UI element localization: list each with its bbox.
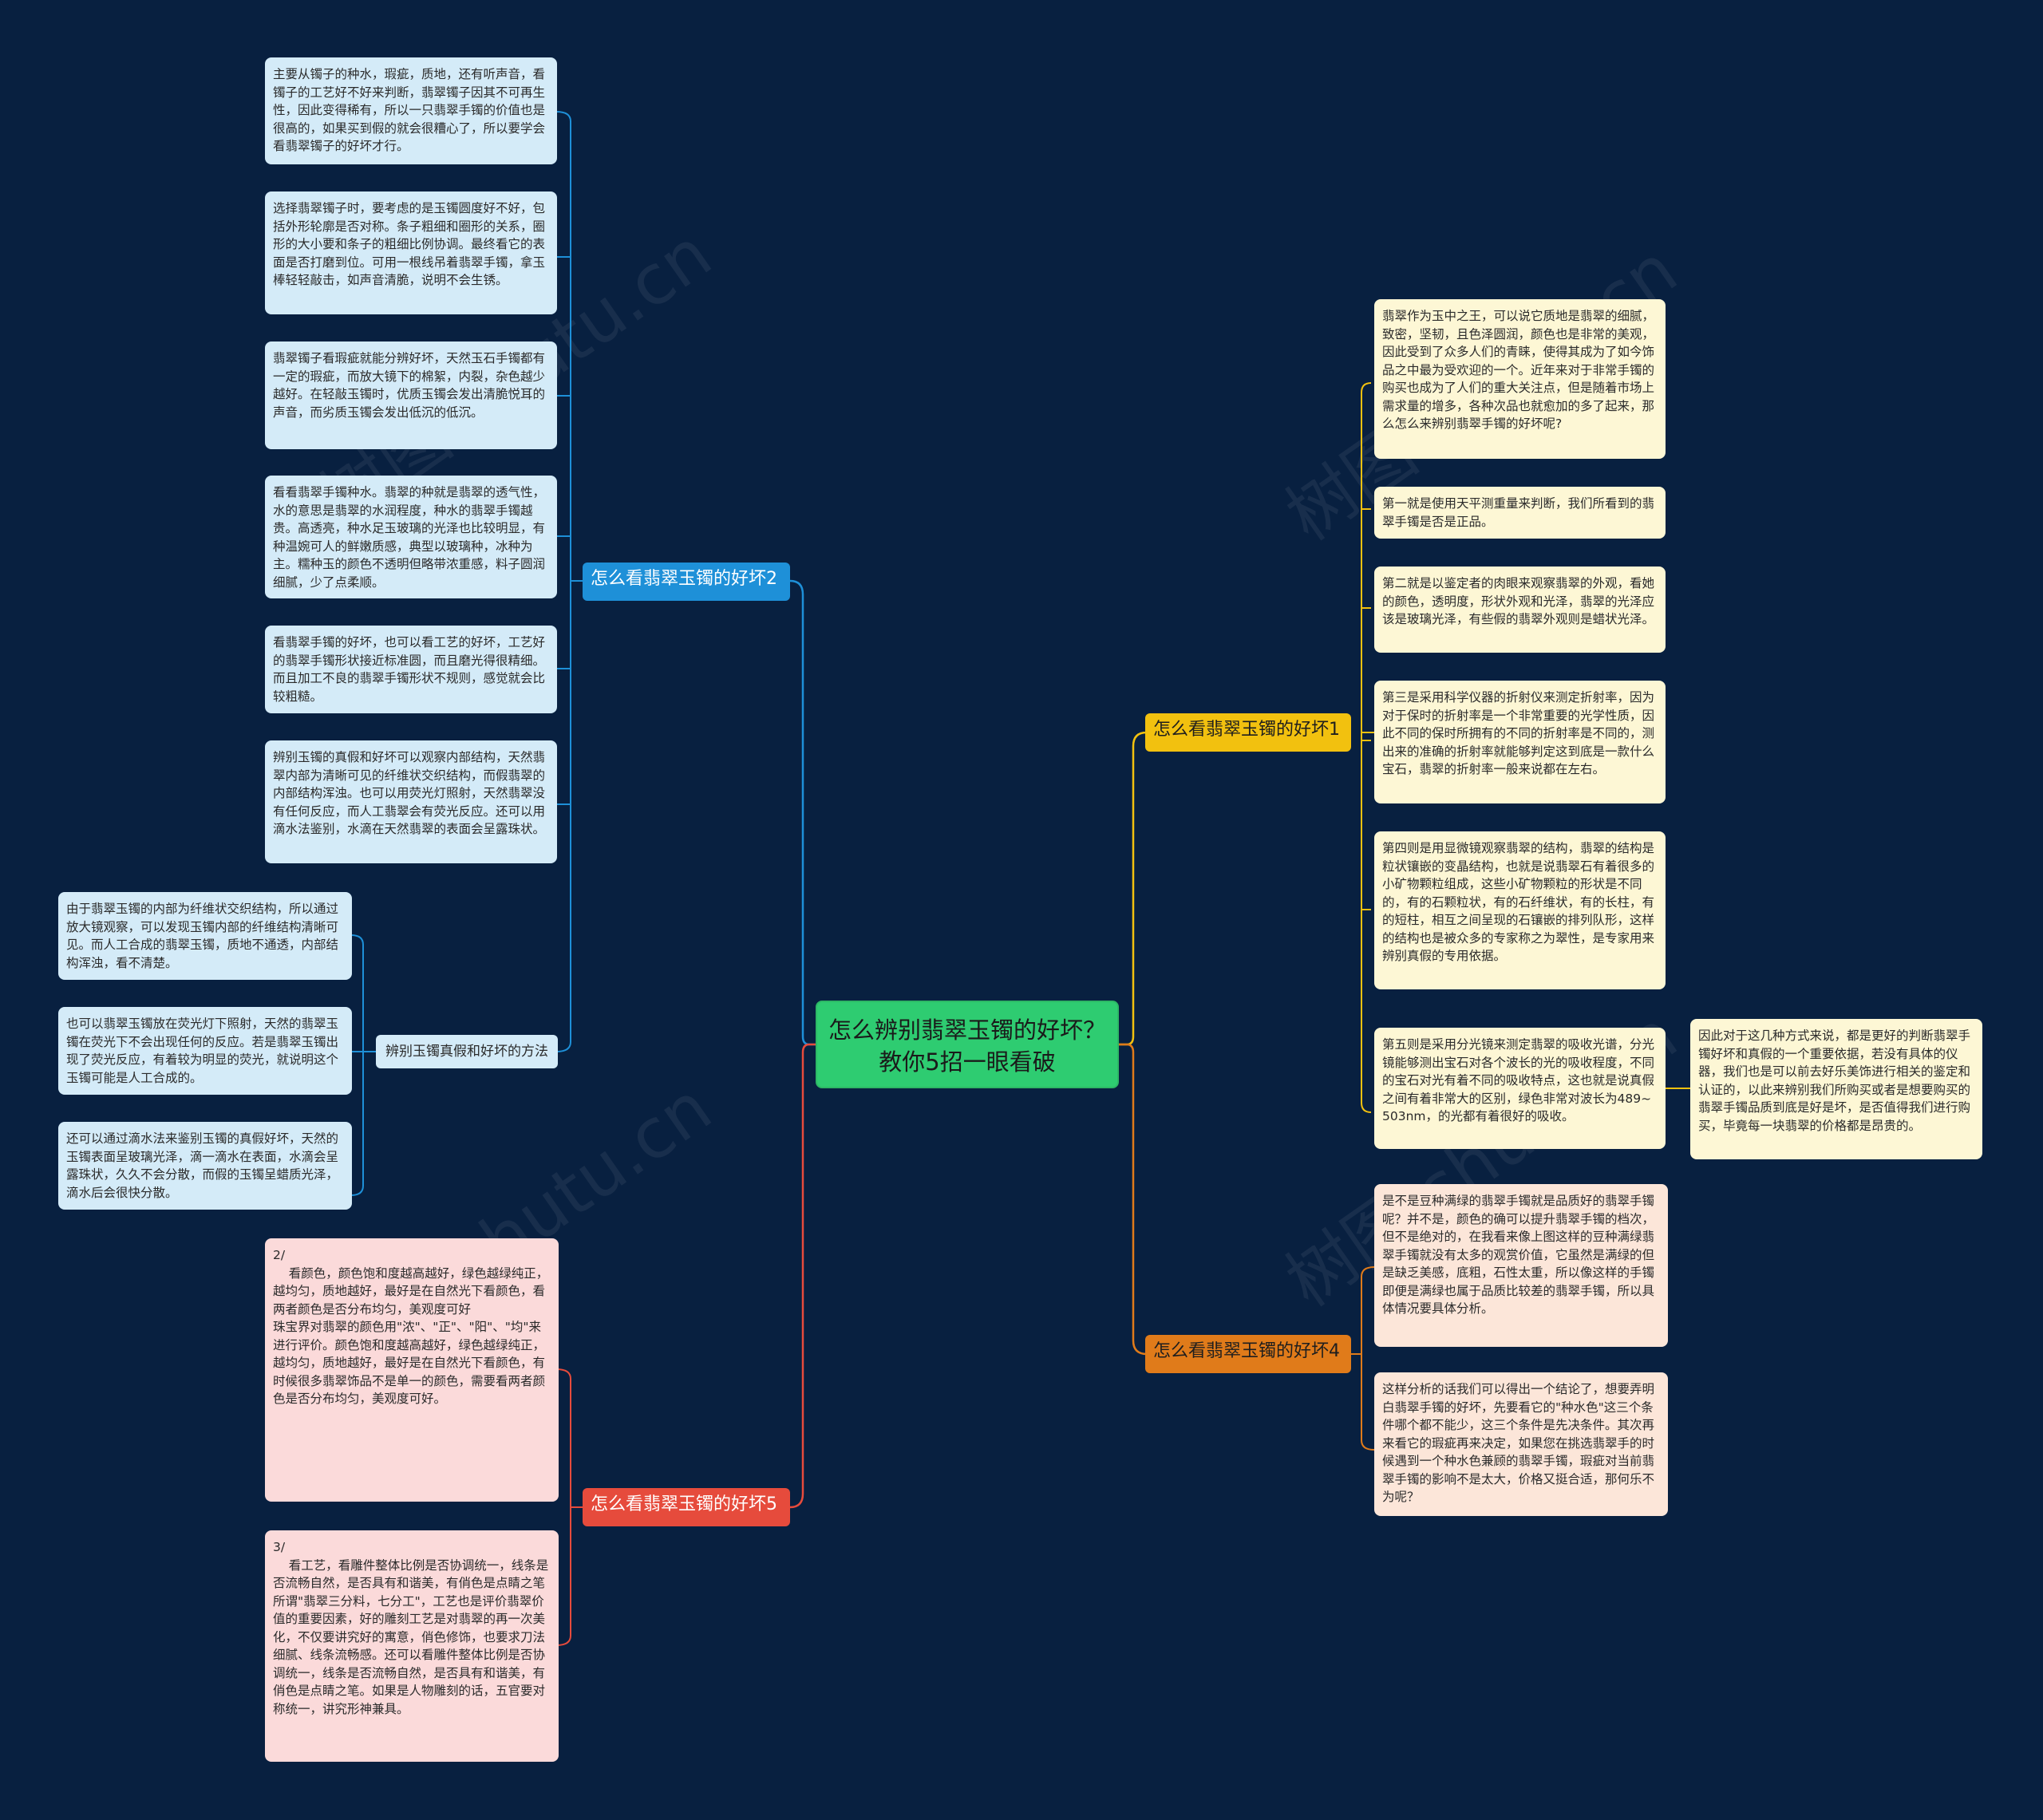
connector-root-b1 [1119,731,1148,1046]
root-topic[interactable]: 怎么辨别翡翠玉镯的好坏？教你5招一眼看破 [816,1001,1119,1088]
b2-sub-topic[interactable]: 辨别玉镯真假和好坏的方法 [376,1035,558,1068]
b2-sub-note-1: 由于翡翠玉镯的内部为纤维状交织结构，所以通过放大镜观察，可以发现玉镯内部的纤维结… [58,892,352,980]
connector-b2-bracket [555,111,583,1052]
b2-sub-note-3: 还可以通过滴水法来鉴别玉镯的真假好坏，天然的玉镯表面呈玻璃光泽，滴一滴水在表面，… [58,1122,352,1210]
connector-root-b2 [789,579,816,1046]
b5-note-1: 2/ 看颜色，颜色饱和度越高越好，绿色越绿纯正，越均匀，质地越好，最好是在自然光… [265,1238,559,1502]
b1-note-4: 第四则是用显微镜观察翡翠的结构，翡翠的结构是粒状镶嵌的变晶结构，也就是说翡翠石有… [1374,831,1666,989]
b1-note-5: 第五则是采用分光镜来测定翡翠的吸收光谱，分光镜能够测出宝石对各个波长的光的吸收程… [1374,1028,1666,1149]
b2-note-4: 看看翡翠手镯种水。翡翠的种就是翡翠的透气性，水的意思是翡翠的水润程度，种水的翡翠… [265,476,557,598]
connector-sub-bracket [350,934,376,1196]
b4-note-1: 是不是豆种满绿的翡翠手镯就是品质好的翡翠手镯呢？并不是，颜色的确可以提升翡翠手镯… [1374,1184,1668,1347]
connector-b4-bracket [1351,1266,1375,1451]
connector-root-b5 [789,1043,816,1509]
b1-note-3: 第三是采用科学仪器的折射仪来测定折射率，因为对于保时的折射率是一个非常重要的光学… [1374,681,1666,803]
b2-note-1: 主要从镯子的种水，瑕疵，质地，还有听声音，看镯子的工艺好不好来判断，翡翠镯子因其… [265,57,557,164]
connector-root-b4 [1119,1043,1148,1356]
connector-b1-bracket [1361,382,1374,1113]
b5-note-2: 3/ 看工艺，看雕件整体比例是否协调统一，线条是否流畅自然，是否具有和谐美，有俏… [265,1530,559,1762]
branch-5[interactable]: 怎么看翡翠玉镯的好坏5 [583,1488,790,1526]
b2-note-3: 翡翠镯子看瑕疵就能分辨好坏，天然玉石手镯都有一定的瑕疵，而放大镜下的棉絮，内裂，… [265,341,557,449]
branch-4[interactable]: 怎么看翡翠玉镯的好坏4 [1145,1335,1351,1373]
b1-extra-note: 因此对于这几种方式来说，都是更好的判断翡翠手镯好坏和真假的一个重要依据，若没有具… [1690,1019,1982,1159]
b1-note-intro: 翡翠作为玉中之王，可以说它质地是翡翠的细腻，致密，坚韧，且色泽圆润，颜色也是非常… [1374,299,1666,459]
b4-note-2: 这样分析的话我们可以得出一个结论了，想要弄明白翡翠手镯的好坏，先要看它的"种水色… [1374,1372,1668,1516]
b2-sub-note-2: 也可以翡翠玉镯放在荧光灯下照射，天然的翡翠玉镯在荧光下不会出现任何的反应。若是翡… [58,1007,352,1095]
b1-note-1: 第一就是使用天平测重量来判断，我们所看到的翡翠手镯是否是正品。 [1374,487,1666,539]
b2-note-2: 选择翡翠镯子时，要考虑的是玉镯圆度好不好，包括外形轮廓是否对称。条子粗细和圈形的… [265,191,557,314]
branch-1[interactable]: 怎么看翡翠玉镯的好坏1 [1145,713,1351,752]
b2-note-6: 辨别玉镯的真假和好坏可以观察内部结构，天然翡翠内部为清晰可见的纤维状交织结构，而… [265,740,557,863]
connector-b5-bracket [555,1368,583,1646]
b2-note-5: 看翡翠手镯的好坏，也可以看工艺的好坏，工艺好的翡翠手镯形状接近标准圆，而且磨光得… [265,626,557,713]
b1-note-2: 第二就是以鉴定者的肉眼来观察翡翠的外观，看她的颜色，透明度，形状外观和光泽，翡翠… [1374,567,1666,653]
branch-2[interactable]: 怎么看翡翠玉镯的好坏2 [583,563,790,601]
